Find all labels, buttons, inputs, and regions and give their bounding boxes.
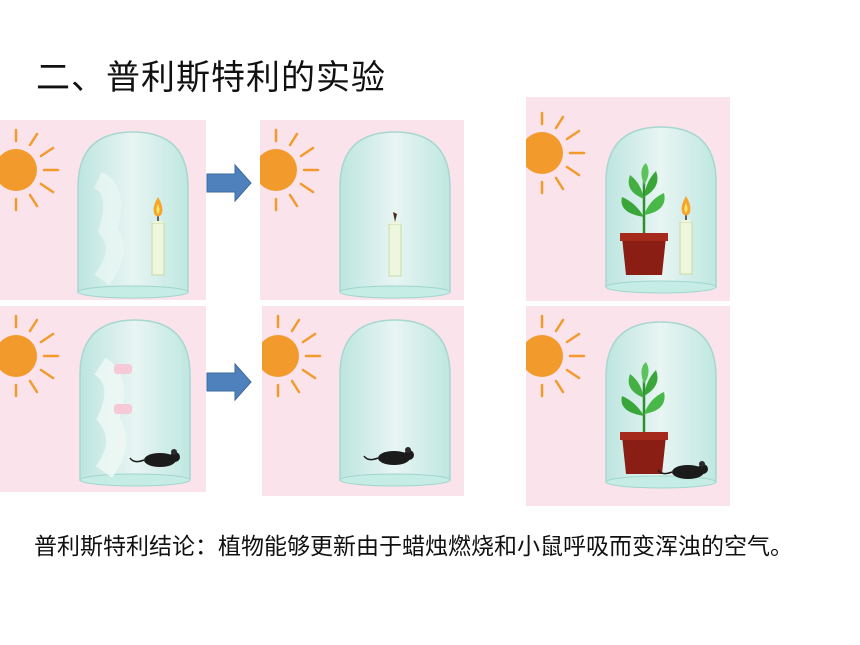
slide-title: 二、普利斯特利的实验: [36, 58, 386, 98]
panel-plant-candle: [526, 97, 730, 301]
panel-candle-out: [260, 120, 464, 300]
sun-icon: [526, 314, 586, 398]
panel-plant-mouse: [526, 306, 730, 506]
sun-icon: [262, 314, 322, 398]
panel-candle-start: [0, 120, 206, 300]
sun-icon: [0, 128, 60, 212]
sun-icon: [526, 111, 586, 195]
sun-icon: [260, 128, 320, 212]
sun-icon: [0, 314, 60, 398]
panel-mouse-dead: [262, 306, 464, 496]
arrow-right-icon: [206, 163, 252, 203]
conclusion-text: 普利斯特利结论：植物能够更新由于蜡烛燃烧和小鼠呼吸而变浑浊的空气。: [34, 534, 793, 560]
candle-icon: [679, 195, 693, 275]
arrow-right-icon: [206, 362, 252, 402]
bell-jar-icon: [77, 131, 189, 299]
candle-icon: [151, 196, 165, 276]
panel-mouse-start: [0, 306, 206, 492]
